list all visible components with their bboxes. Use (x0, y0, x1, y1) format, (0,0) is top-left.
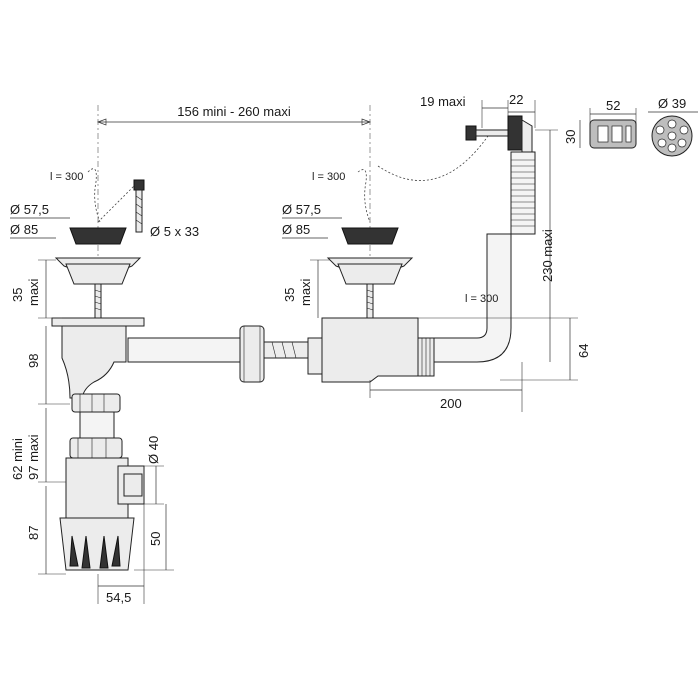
spacing-dimension: 156 mini - 260 maxi (97, 104, 371, 126)
grid-diameter-label: Ø 39 (658, 96, 686, 111)
spacing-label: 156 mini - 260 maxi (177, 104, 291, 119)
right-strainer-height-num: 35 (282, 288, 297, 302)
branch-pipe (127, 317, 435, 383)
overflow-assembly: 19 maxi 22 l = (418, 92, 558, 363)
left-plug (69, 227, 127, 245)
trap-inlet-height-label: 98 (26, 354, 41, 368)
trap-bottom-label: 87 (26, 526, 41, 540)
plug-right-d2-label: Ø 85 (282, 222, 310, 237)
right-strainer-height-maxi: maxi (298, 278, 313, 306)
screw-icon (133, 179, 145, 233)
right-strainer: l = 300 Ø 57,5 Ø 85 (282, 169, 414, 319)
plug-left-d2-label: Ø 85 (10, 222, 38, 237)
overflow-hose (418, 151, 536, 363)
chain-hose-label: l = 300 (465, 293, 498, 305)
overflow-offset-label: 19 maxi (420, 94, 466, 109)
trap-width-label: 54,5 (106, 590, 131, 605)
hose-height-label: 230 maxi (540, 229, 555, 282)
left-strainer-height-num: 35 (10, 288, 25, 302)
grid-height-label: 30 (563, 130, 578, 144)
bottle-trap (51, 317, 145, 571)
screw-label: Ø 5 x 33 (150, 224, 199, 239)
overflow-chain (377, 135, 489, 181)
grid-rectangular: 52 30 (563, 98, 637, 149)
grid-width-label: 52 (606, 98, 620, 113)
trap-adjust-max-label: 97 maxi (26, 434, 41, 480)
outlet-height-label: 50 (148, 532, 163, 546)
plug-left-d1-label: Ø 57,5 (10, 202, 49, 217)
chain-right-label: l = 300 (312, 171, 345, 183)
trap-adjust-min-label: 62 mini (10, 438, 25, 480)
grid-round: Ø 39 (648, 96, 698, 157)
right-plug (341, 227, 399, 245)
overflow-width-label: 22 (509, 92, 523, 107)
outlet-diameter-label: Ø 40 (146, 436, 161, 464)
left-strainer: l = 300 Ø 5 x 33 Ø 57,5 Ø 85 (10, 168, 199, 319)
branch-height-label: 64 (576, 344, 591, 358)
left-strainer-height-maxi: maxi (26, 278, 41, 306)
chain-left-label: l = 300 (50, 171, 83, 183)
branch-length-label: 200 (440, 396, 462, 411)
plug-right-d1-label: Ø 57,5 (282, 202, 321, 217)
